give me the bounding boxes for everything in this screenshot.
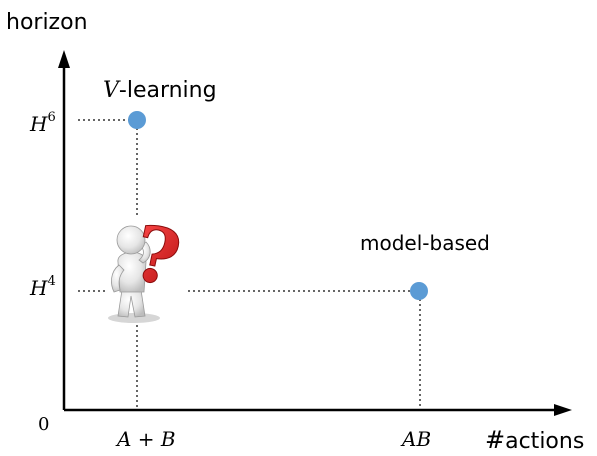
model-based-point <box>410 282 428 300</box>
x-axis-label-text: actions <box>505 429 584 454</box>
y-axis-arrow-icon <box>58 50 70 68</box>
x-tick-ab: AB <box>400 427 431 451</box>
v-learning-point <box>128 111 146 129</box>
v-learning-label-rest: -learning <box>119 78 217 103</box>
question-mark-icon: ? <box>126 208 188 304</box>
y-tick-h4: H4 <box>29 274 56 300</box>
x-axis-arrow-icon <box>554 404 572 416</box>
y-tick-h6-exp: 6 <box>47 110 55 125</box>
x-tick-a-plus-b: A + B <box>115 427 176 451</box>
v-learning-label: V-learning <box>103 78 217 103</box>
y-axis-label: horizon <box>6 10 88 35</box>
x-axis-label-symbol: # <box>485 426 505 454</box>
x-axis-label: #actions <box>485 426 584 454</box>
y-tick-h6: H6 <box>29 110 56 136</box>
y-tick-h6-base: H <box>29 112 48 136</box>
origin-label: 0 <box>38 414 49 435</box>
y-tick-h4-exp: 4 <box>47 274 55 289</box>
figure-shadow <box>108 313 160 323</box>
thinking-person-icon: ? <box>108 208 188 323</box>
y-tick-h4-base: H <box>29 276 48 300</box>
model-based-label: model-based <box>360 231 490 255</box>
